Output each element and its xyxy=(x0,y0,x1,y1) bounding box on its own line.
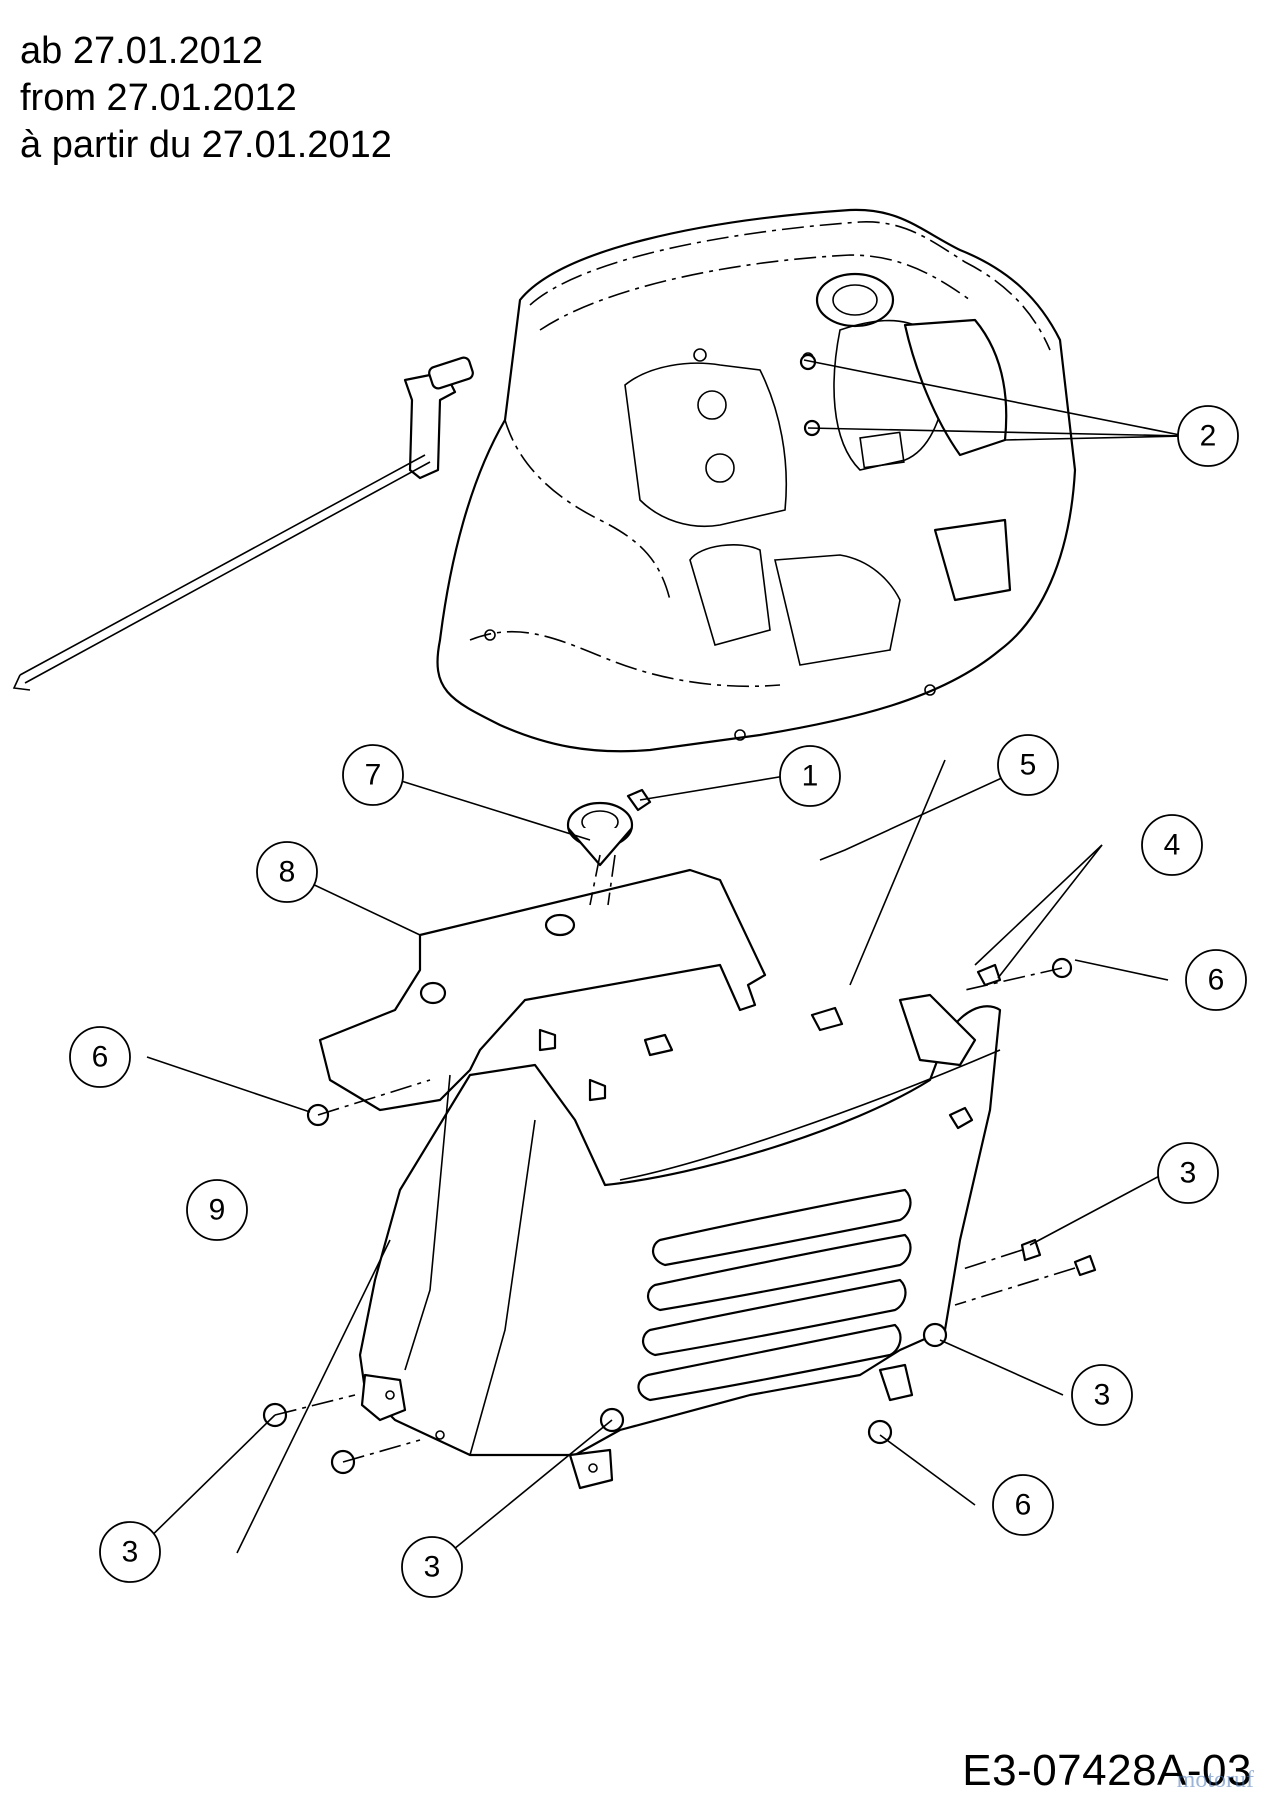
fasteners xyxy=(262,957,1097,1475)
callout-2: 2 xyxy=(1177,405,1239,467)
watermark-logo: motoruf xyxy=(1176,1767,1254,1793)
svg-text:8: 8 xyxy=(279,856,296,889)
callout-1: 1 xyxy=(779,745,841,807)
callout-7: 7 xyxy=(342,744,404,806)
validity-date-fr: à partir du 27.01.2012 xyxy=(20,124,392,166)
part-9-front-grille xyxy=(358,993,1002,1490)
callout-3-right-upper: 3 xyxy=(1157,1142,1219,1204)
callout-3-right-lower: 3 xyxy=(1071,1364,1133,1426)
svg-text:3: 3 xyxy=(1094,1379,1111,1412)
svg-text:6: 6 xyxy=(92,1041,109,1074)
dashboard-tank-assembly xyxy=(436,208,1077,753)
part-1-screw xyxy=(626,788,652,812)
svg-text:4: 4 xyxy=(1164,829,1181,862)
svg-text:5: 5 xyxy=(1020,749,1037,782)
callout-9: 9 xyxy=(186,1179,248,1241)
svg-text:7: 7 xyxy=(365,759,382,792)
drawing-number: E3-07428A-03 xyxy=(962,1746,1252,1795)
leader-lines xyxy=(134,359,1186,1568)
svg-text:3: 3 xyxy=(122,1536,139,1569)
svg-text:2: 2 xyxy=(1200,420,1217,453)
validity-date-en: from 27.01.2012 xyxy=(20,77,297,119)
svg-text:9: 9 xyxy=(209,1194,226,1227)
callout-6-right: 6 xyxy=(1185,949,1247,1011)
callout-6-left: 6 xyxy=(69,1026,131,1088)
part-7-grommet xyxy=(566,801,634,867)
throttle-lever-cable xyxy=(12,356,474,691)
svg-text:3: 3 xyxy=(424,1551,441,1584)
callout-3-bottom: 3 xyxy=(401,1536,463,1598)
svg-text:3: 3 xyxy=(1180,1157,1197,1190)
callout-8: 8 xyxy=(256,841,318,903)
svg-text:6: 6 xyxy=(1208,964,1225,997)
callout-5: 5 xyxy=(997,734,1059,796)
callout-4: 4 xyxy=(1141,814,1203,876)
part-8-bracket xyxy=(318,854,767,1112)
callout-6-bottom: 6 xyxy=(992,1474,1054,1536)
callout-3-left: 3 xyxy=(99,1521,161,1583)
validity-date-de: ab 27.01.2012 xyxy=(20,30,264,72)
svg-text:1: 1 xyxy=(802,760,819,793)
svg-text:6: 6 xyxy=(1015,1489,1032,1522)
